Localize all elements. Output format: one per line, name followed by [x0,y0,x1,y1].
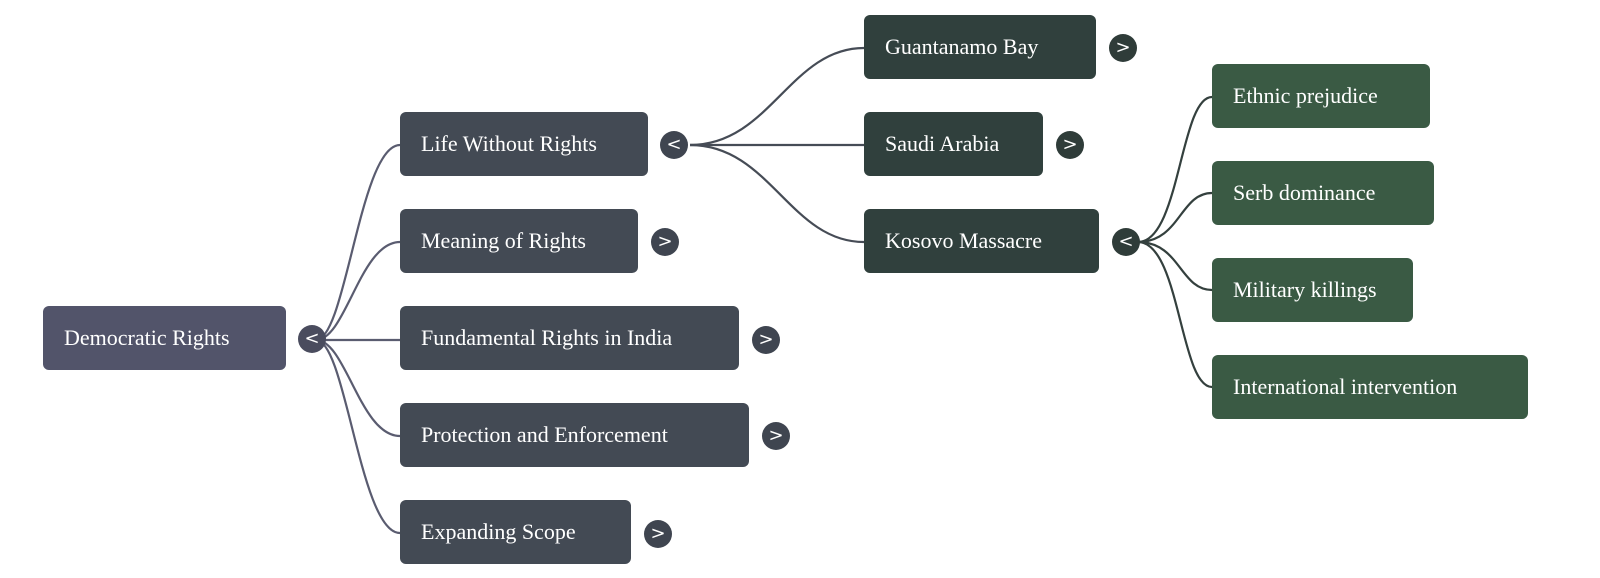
edge-life-kosovo [689,143,865,244]
node-democratic-rights[interactable]: Democratic Rights [43,306,286,370]
edge-kosovo-ethnic [1137,95,1213,244]
edge-kosovo-military [1137,240,1213,292]
node-meaning-of-rights[interactable]: Meaning of Rights [400,209,638,273]
expand-toggle-meaning-of-rights[interactable]: > [651,228,679,256]
edge-life-guantanamo [689,46,865,147]
expand-toggle-protection-and-enforcement[interactable]: > [762,422,790,450]
node-saudi-arabia[interactable]: Saudi Arabia [864,112,1043,176]
expand-toggle-fundamental-rights-in-india[interactable]: > [752,326,780,354]
node-life-without-rights[interactable]: Life Without Rights [400,112,648,176]
edge-root-life-without-rights [315,143,401,342]
node-international-intervention[interactable]: International intervention [1212,355,1528,419]
expand-toggle-expanding-scope[interactable]: > [644,520,672,548]
node-serb-dominance[interactable]: Serb dominance [1212,161,1434,225]
edge-root-meaning-of-rights [315,240,401,342]
node-protection-and-enforcement[interactable]: Protection and Enforcement [400,403,749,467]
node-kosovo-massacre[interactable]: Kosovo Massacre [864,209,1099,273]
collapse-toggle-life-without-rights[interactable]: < [660,131,688,159]
expand-toggle-guantanamo-bay[interactable]: > [1109,34,1137,62]
edge-kosovo-international [1137,240,1213,389]
node-guantanamo-bay[interactable]: Guantanamo Bay [864,15,1096,79]
node-military-killings[interactable]: Military killings [1212,258,1413,322]
node-expanding-scope[interactable]: Expanding Scope [400,500,631,564]
edge-kosovo-serb [1137,191,1213,244]
expand-toggle-saudi-arabia[interactable]: > [1056,131,1084,159]
node-ethnic-prejudice[interactable]: Ethnic prejudice [1212,64,1430,128]
edge-root-expanding-scope [315,338,401,535]
node-fundamental-rights-in-india[interactable]: Fundamental Rights in India [400,306,739,370]
collapse-toggle-kosovo-massacre[interactable]: < [1112,228,1140,256]
edge-root-protection-enforcement [315,338,401,438]
collapse-toggle-democratic-rights[interactable]: < [298,325,326,353]
